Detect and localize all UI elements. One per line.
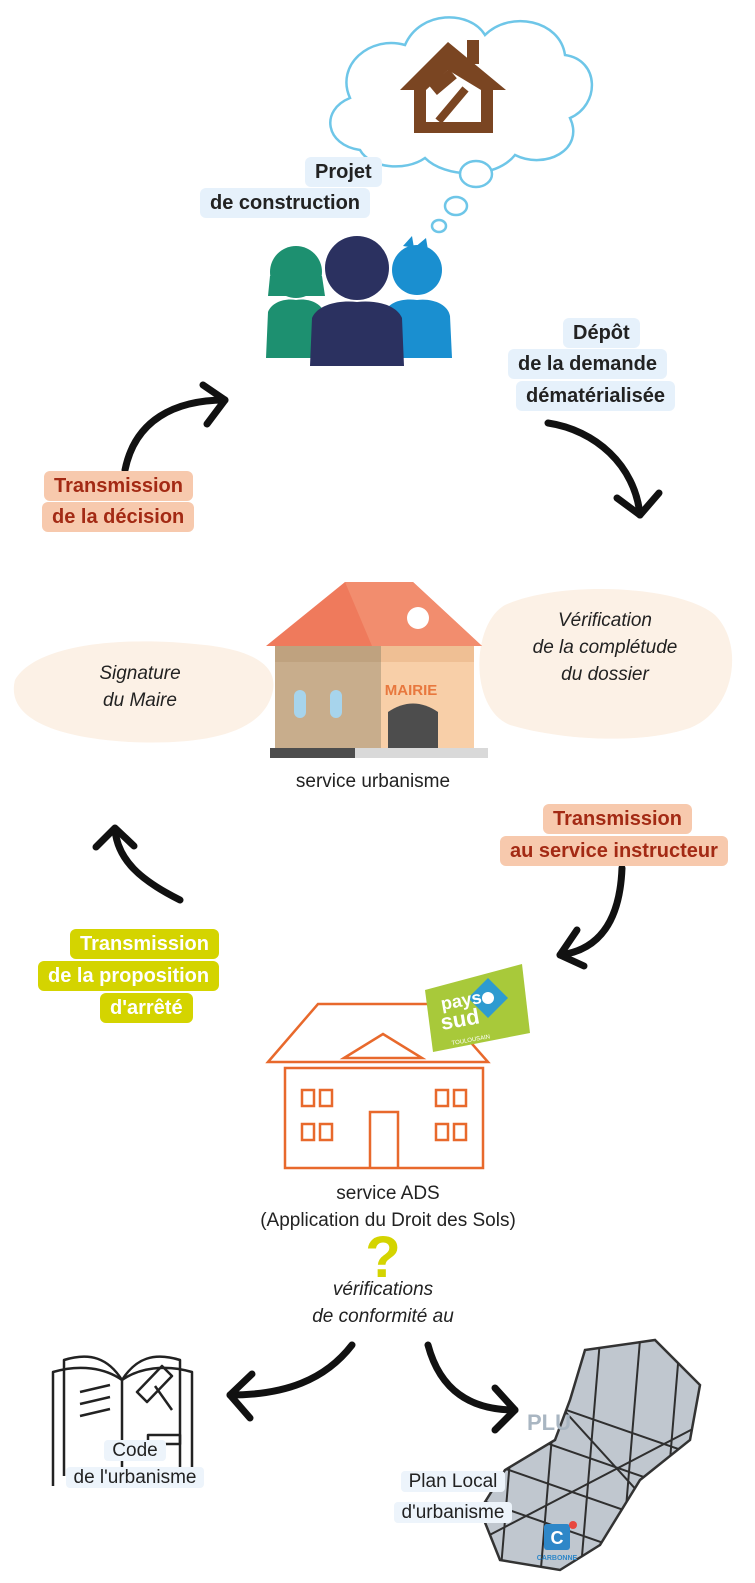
plan-local-line1: Plan Local bbox=[400, 1471, 506, 1492]
arrow-to-plu bbox=[424, 1341, 519, 1414]
arrow-head bbox=[226, 1370, 256, 1422]
town-hall-caption: service urbanisme bbox=[295, 771, 451, 792]
arrow-head bbox=[92, 824, 138, 851]
verification-line1: Vérification bbox=[558, 610, 652, 631]
conformity-checks-text: vérifications de conformité au bbox=[283, 1276, 483, 1330]
arrow-to-applicant bbox=[121, 396, 229, 474]
deposit-label-line3: dématérialisée bbox=[516, 381, 675, 411]
arrow-to-town-hall bbox=[544, 419, 644, 519]
project-label-line1: Projet bbox=[305, 157, 382, 187]
arrow-to-mayor bbox=[111, 826, 184, 904]
carbonne-logo-text: CARBONNE bbox=[537, 1555, 578, 1562]
transmit-proposal-label-line3: d'arrêté bbox=[100, 993, 193, 1023]
law-book-gavel-icon bbox=[51, 1355, 194, 1486]
conformity-checks-line1: vérifications bbox=[332, 1279, 434, 1300]
plu-map-icon: PLU bbox=[478, 1338, 702, 1572]
transmit-decision-label-line2: de la décision bbox=[42, 502, 195, 532]
code-urbanisme-line1: Code bbox=[104, 1440, 166, 1461]
arrow-to-ads bbox=[556, 864, 626, 959]
question-mark-icon: ? bbox=[365, 1225, 401, 1290]
code-urbanisme-label: Code de l'urbanisme bbox=[60, 1437, 210, 1491]
ads-caption-line1: service ADS bbox=[336, 1183, 440, 1204]
deposit-label-line2: de la demande bbox=[508, 349, 667, 379]
code-urbanisme-line2: de l'urbanisme bbox=[65, 1467, 205, 1488]
conformity-checks-line2: de conformité au bbox=[312, 1306, 454, 1327]
pays-sud-logo: pays sud TOULOUSAIN bbox=[425, 964, 530, 1052]
house-hammer-icon bbox=[400, 40, 506, 133]
plan-local-urbanisme-label: Plan Local d'urbanisme bbox=[378, 1468, 528, 1526]
carbonne-logo-letter: C bbox=[551, 1528, 564, 1548]
arrow-head bbox=[199, 381, 229, 428]
mayor-signature-line1: Signature bbox=[99, 663, 181, 684]
transmit-decision-label-line1: Transmission bbox=[44, 471, 193, 501]
transmit-proposal-label-line2: de la proposition bbox=[38, 961, 220, 991]
ads-caption-line2: (Application du Droit des Sols) bbox=[260, 1210, 516, 1231]
arrow-head bbox=[556, 926, 588, 970]
transmit-instructor-label-line2: au service instructeur bbox=[500, 836, 728, 866]
mayor-signature-blob bbox=[13, 641, 274, 743]
arrow-head bbox=[613, 489, 663, 519]
ads-building-icon bbox=[265, 1002, 491, 1170]
transmit-instructor-label-line1: Transmission bbox=[543, 804, 692, 834]
verification-text: Vérification de la complétude du dossier bbox=[505, 607, 705, 688]
workflow-arrows bbox=[92, 381, 663, 1434]
transmit-proposal-label-line1: Transmission bbox=[70, 929, 219, 959]
mayor-signature-line2: du Maire bbox=[103, 690, 177, 711]
verification-blob bbox=[479, 588, 733, 739]
plan-local-line2: d'urbanisme bbox=[393, 1502, 513, 1523]
town-hall-icon: MAIRIE bbox=[266, 582, 488, 758]
deposit-label-line1: Dépôt bbox=[563, 318, 640, 348]
arrow-to-code bbox=[226, 1341, 356, 1399]
verification-line3: du dossier bbox=[561, 664, 649, 685]
ads-caption: service ADS (Application du Droit des So… bbox=[238, 1180, 538, 1234]
people-icon bbox=[266, 236, 452, 366]
carbonne-logo: C CARBONNE bbox=[537, 1521, 578, 1562]
mairie-sign: MAIRIE bbox=[385, 682, 438, 699]
mayor-signature-text: Signature du Maire bbox=[40, 660, 240, 714]
project-label-line2: de construction bbox=[200, 188, 371, 218]
plu-acronym: PLU bbox=[527, 1410, 571, 1435]
arrow-head bbox=[491, 1384, 519, 1434]
verification-line2: de la complétude bbox=[532, 637, 678, 658]
